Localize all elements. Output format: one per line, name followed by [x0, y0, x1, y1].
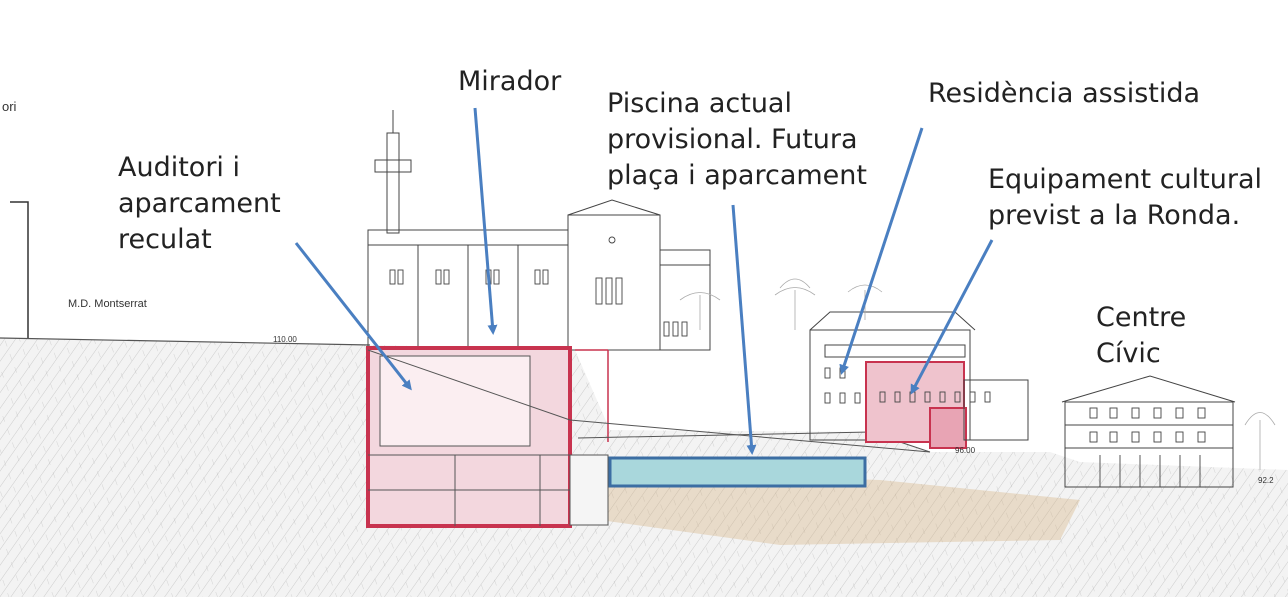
arrow-piscina [731, 204, 757, 455]
ochre-soil [575, 470, 1080, 545]
label-auditori-line3: reculat [118, 224, 212, 255]
label-equipament-line1: Equipament cultural [988, 164, 1262, 195]
pool [608, 456, 867, 488]
cultural-equipment [865, 361, 1029, 449]
label-centre-civic: Centre Cívic [1096, 300, 1186, 372]
arrow-mirador [473, 107, 498, 335]
md-montserrat-text: M.D. Montserrat [68, 298, 147, 310]
arrow-auditori [294, 242, 412, 391]
level-110: 110.00 [273, 335, 297, 344]
level-right: 92.2 [1258, 476, 1274, 485]
label-mirador: Mirador [458, 66, 562, 97]
left-wall [10, 201, 29, 338]
level-96: 96.00 [955, 446, 976, 455]
label-auditori-line2: aparcament [118, 188, 281, 219]
label-auditori: Auditori i aparcament reculat [118, 150, 281, 258]
label-equipament-line2: previst a la Ronda. [988, 200, 1241, 231]
arrow-residencia [839, 127, 924, 375]
arrow-equipament [910, 239, 994, 395]
church-building [367, 110, 711, 351]
ground [0, 337, 1288, 597]
label-piscina: Piscina actual provisional. Futura plaça… [607, 86, 867, 194]
label-piscina-line1: Piscina actual [607, 88, 792, 119]
label-auditori-line1: Auditori i [118, 152, 241, 183]
left-edge-text: ori [2, 99, 17, 114]
label-centre-civic-line2: Cívic [1096, 338, 1161, 369]
label-residencia: Residència assistida [928, 78, 1201, 109]
civic-centre-building [1061, 375, 1236, 488]
auditorium-volume [366, 346, 609, 528]
label-equipament: Equipament cultural previst a la Ronda. [988, 162, 1262, 234]
annotation-arrows [294, 107, 994, 455]
label-piscina-line2: provisional. Futura [607, 124, 858, 155]
label-centre-civic-line1: Centre [1096, 302, 1187, 333]
trees [679, 278, 1276, 470]
label-piscina-line3: plaça i aparcament [607, 160, 867, 191]
